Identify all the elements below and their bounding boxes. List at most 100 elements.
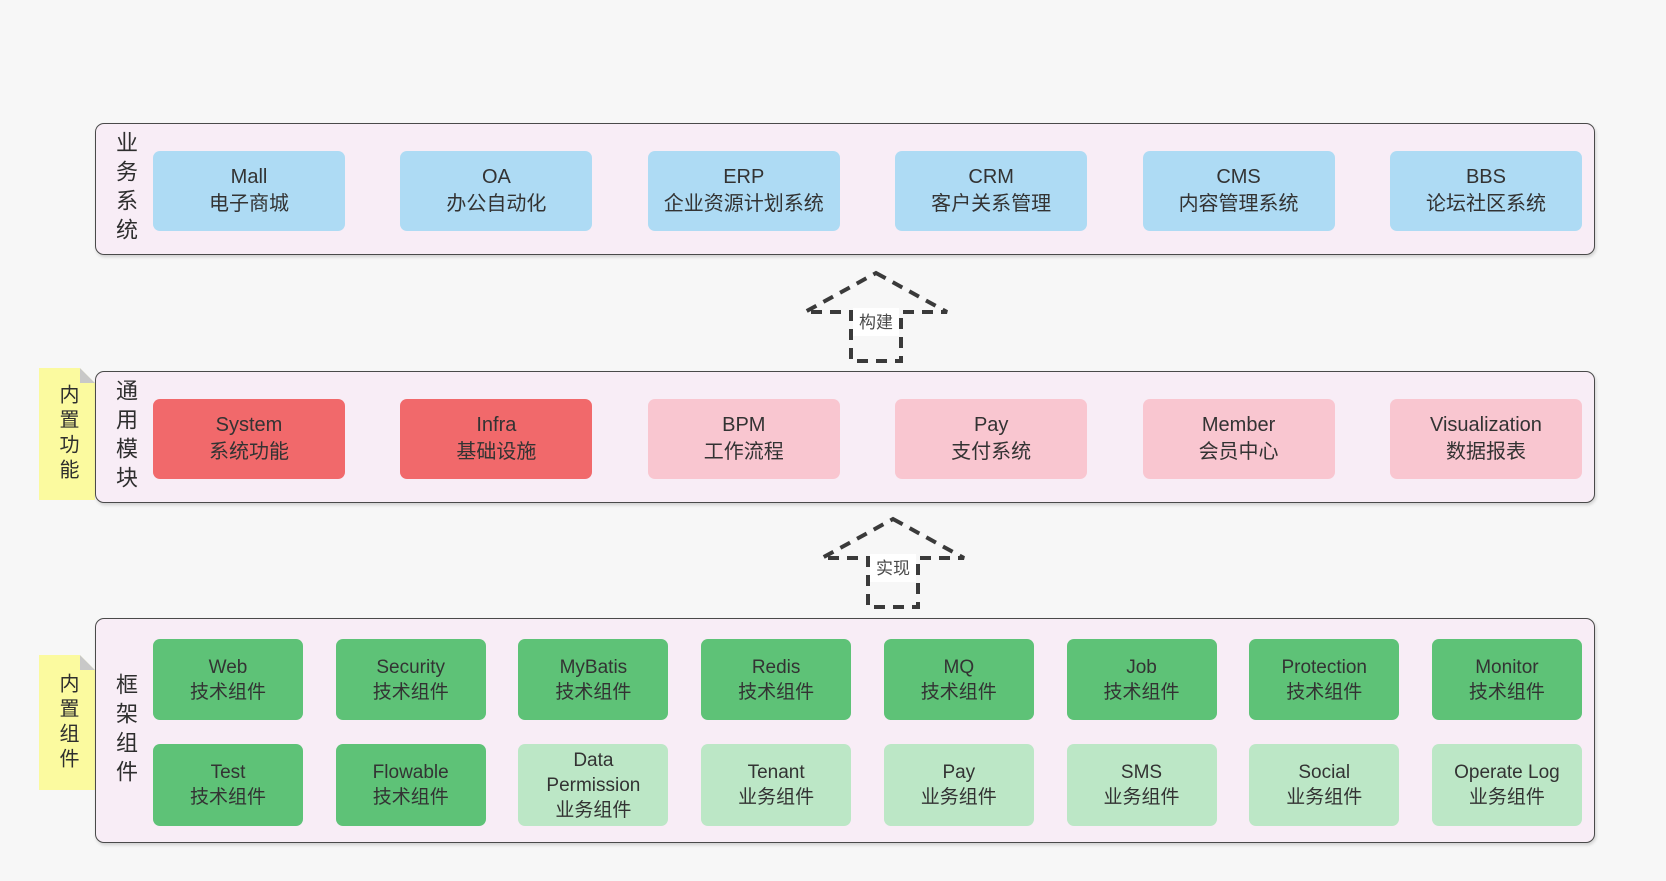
business-box-mall: Mall 电子商城 [153, 151, 345, 231]
box-title: CRM [968, 166, 1014, 188]
panel-label-business-systems: 业务系统 [113, 131, 138, 247]
box-subtitle: 办公自动化 [446, 193, 547, 215]
sticky-label: 内置功能 [56, 384, 78, 484]
box-title: Flowable [372, 762, 449, 783]
box-subtitle: 客户关系管理 [931, 193, 1052, 215]
box-subtitle: 技术组件 [189, 787, 266, 808]
box-title: Job [1126, 656, 1157, 678]
component-box-sms: SMS 业务组件 [1066, 744, 1217, 826]
business-box-erp: ERP 企业资源计划系统 [647, 151, 840, 231]
implement-arrow-label: 实现 [876, 559, 910, 578]
component-box-mq: MQ 技术组件 [883, 639, 1034, 720]
box-subtitle: 论坛社区系统 [1425, 193, 1546, 215]
box-subtitle: 会员中心 [1198, 441, 1279, 463]
box-title: BPM [722, 414, 766, 436]
box-subtitle: 基础设施 [456, 441, 537, 463]
box-subtitle: 技术组件 [372, 787, 449, 808]
component-box-security: Security 技术组件 [335, 639, 486, 720]
build-arrow-icon: 构建 [804, 270, 948, 363]
component-box-monitor: Monitor 技术组件 [1431, 639, 1582, 720]
business-box-bbs: BBS 论坛社区系统 [1389, 151, 1582, 231]
box-subtitle: 技术组件 [189, 681, 266, 703]
box-title: Tenant [747, 762, 805, 783]
module-box-member: Member 会员中心 [1142, 399, 1335, 479]
box-subtitle: 业务组件 [738, 787, 815, 808]
box-title: Data Permission [546, 749, 641, 796]
box-title: Social [1298, 762, 1351, 783]
box-subtitle: 系统功能 [209, 441, 289, 463]
box-title: Web [208, 656, 248, 678]
sticky-note-builtin-components: 内置组件 [39, 655, 95, 790]
box-title: OA [481, 166, 511, 188]
sticky-label: 内置组件 [56, 672, 78, 773]
box-subtitle: 技术组件 [372, 681, 449, 703]
panel-label-framework-components: 框架组件 [113, 672, 138, 789]
box-subtitle: 业务组件 [1103, 787, 1180, 808]
box-title: System [215, 414, 283, 436]
business-box-crm: CRM 客户关系管理 [895, 151, 1088, 231]
component-box-data-permission: Data Permission 业务组件 [518, 744, 669, 826]
box-subtitle: 业务组件 [555, 799, 632, 821]
box-title: MQ [943, 656, 975, 678]
component-box-redis: Redis 技术组件 [701, 639, 852, 720]
component-box-protection: Protection 技术组件 [1249, 639, 1400, 720]
build-arrow-label: 构建 [859, 313, 893, 332]
business-box-oa: OA 办公自动化 [400, 151, 593, 231]
box-title: Pay [942, 762, 976, 783]
box-subtitle: 技术组件 [1468, 681, 1545, 703]
module-box-system: System 系统功能 [153, 399, 345, 479]
box-title: CMS [1216, 166, 1261, 188]
box-subtitle: 业务组件 [920, 787, 997, 808]
box-title: Member [1201, 414, 1276, 436]
component-box-tenant: Tenant 业务组件 [701, 744, 852, 826]
module-box-visualization: Visualization 数据报表 [1389, 399, 1582, 479]
box-title: Monitor [1475, 656, 1539, 678]
box-title: BBS [1465, 166, 1506, 188]
box-subtitle: 业务组件 [1286, 787, 1363, 808]
box-subtitle: 技术组件 [738, 681, 815, 703]
box-subtitle: 技术组件 [555, 681, 632, 703]
box-title: Pay [973, 414, 1009, 436]
component-box-web: Web 技术组件 [153, 639, 303, 720]
components-row-1: Web 技术组件 Security 技术组件 MyBatis 技术组件 Redi… [153, 639, 1582, 720]
box-subtitle: 技术组件 [1286, 681, 1363, 703]
components-row-2: Test 技术组件 Flowable 技术组件 Data Permission … [153, 744, 1582, 826]
sticky-note-builtin-features: 内置功能 [39, 368, 95, 500]
box-subtitle: 电子商城 [209, 193, 289, 215]
panel-common-modules: 通用模块 System 系统功能 Infra 基础设施 BPM 工作流程 Pay… [95, 371, 1595, 503]
box-title: ERP [723, 166, 765, 188]
component-box-pay: Pay 业务组件 [883, 744, 1034, 826]
box-title: SMS [1120, 762, 1163, 783]
box-title: Mall [230, 166, 268, 188]
panel-label-common-modules: 通用模块 [113, 379, 138, 495]
implement-arrow-icon: 实现 [821, 516, 965, 609]
component-box-operate-log: Operate Log 业务组件 [1431, 744, 1582, 826]
box-subtitle: 工作流程 [703, 441, 784, 463]
box-title: Test [210, 762, 246, 783]
panel-business-systems: 业务系统 Mall 电子商城 OA 办公自动化 ERP 企业资源计划系统 CRM… [95, 123, 1595, 255]
panel-framework-components: 框架组件 Web 技术组件 Security 技术组件 MyBatis 技术组件… [95, 618, 1595, 843]
module-box-infra: Infra 基础设施 [400, 399, 593, 479]
box-title: Security [376, 656, 446, 678]
box-subtitle: 业务组件 [1468, 787, 1545, 808]
box-title: Protection [1281, 656, 1367, 678]
component-box-test: Test 技术组件 [153, 744, 303, 826]
modules-box-row: System 系统功能 Infra 基础设施 BPM 工作流程 Pay 支付系统… [153, 399, 1582, 479]
business-box-row: Mall 电子商城 OA 办公自动化 ERP 企业资源计划系统 CRM 客户关系… [153, 151, 1582, 231]
box-title: Visualization [1429, 414, 1542, 436]
component-box-flowable: Flowable 技术组件 [335, 744, 486, 826]
box-subtitle: 技术组件 [920, 681, 997, 703]
box-subtitle: 数据报表 [1445, 441, 1526, 463]
box-title: Redis [751, 656, 801, 678]
box-title: Operate Log [1454, 762, 1560, 783]
module-box-pay: Pay 支付系统 [895, 399, 1088, 479]
box-subtitle: 内容管理系统 [1178, 193, 1299, 215]
module-box-bpm: BPM 工作流程 [647, 399, 840, 479]
component-box-mybatis: MyBatis 技术组件 [518, 639, 669, 720]
box-title: MyBatis [559, 656, 628, 678]
box-title: Infra [476, 414, 517, 436]
component-box-social: Social 业务组件 [1249, 744, 1400, 826]
component-box-job: Job 技术组件 [1066, 639, 1217, 720]
box-subtitle: 技术组件 [1103, 681, 1180, 703]
